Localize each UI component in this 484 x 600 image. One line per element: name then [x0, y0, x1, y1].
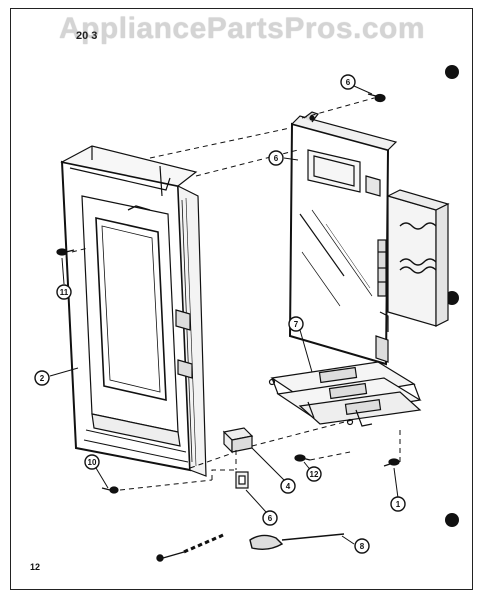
callout-2: 2: [34, 370, 50, 386]
callout-6-top: 6: [340, 74, 356, 90]
callout-1: 1: [390, 496, 406, 512]
svg-text:6: 6: [346, 78, 351, 87]
page-border: [10, 8, 473, 590]
svg-text:7: 7: [294, 320, 299, 329]
svg-text:11: 11: [60, 288, 69, 297]
svg-text:1: 1: [396, 500, 401, 509]
callout-12: 12: [306, 466, 322, 482]
section-code: 20 3: [76, 30, 98, 42]
binder-hole-bottom: [445, 513, 459, 527]
callout-4: 4: [280, 478, 296, 494]
screw-11: [56, 248, 75, 256]
leader-lines: [71, 97, 401, 491]
svg-text:2: 2: [40, 374, 45, 383]
page-number: 12: [30, 562, 41, 572]
watermark: AppliancePartsPros.com: [58, 12, 426, 45]
door-assembly: [60, 145, 207, 477]
callout-8: 8: [354, 538, 370, 554]
callout-11: 11: [56, 284, 72, 300]
interlock-switch-bracket: [268, 361, 422, 427]
callout-10: 10: [84, 454, 100, 470]
latch-hinge-assembly: [288, 111, 450, 366]
callout-6-bottom: 6: [262, 510, 278, 526]
svg-text:10: 10: [88, 458, 97, 467]
wire-harness: [156, 533, 345, 562]
binder-hole-top: [445, 65, 459, 79]
switch-part: [222, 427, 254, 454]
svg-text:6: 6: [268, 514, 273, 523]
screw-6-top: [367, 93, 386, 103]
screw-10: [101, 486, 119, 494]
svg-text:4: 4: [286, 482, 291, 491]
svg-text:6: 6: [274, 154, 279, 163]
callout-6-bracket: 6: [268, 150, 284, 166]
clip-part: [235, 471, 249, 489]
svg-text:8: 8: [360, 542, 365, 551]
screw-12: [294, 454, 311, 462]
svg-text:12: 12: [310, 470, 319, 479]
callout-leaders: [49, 85, 399, 545]
callout-7: 7: [288, 316, 304, 332]
screw-1: [383, 458, 400, 467]
